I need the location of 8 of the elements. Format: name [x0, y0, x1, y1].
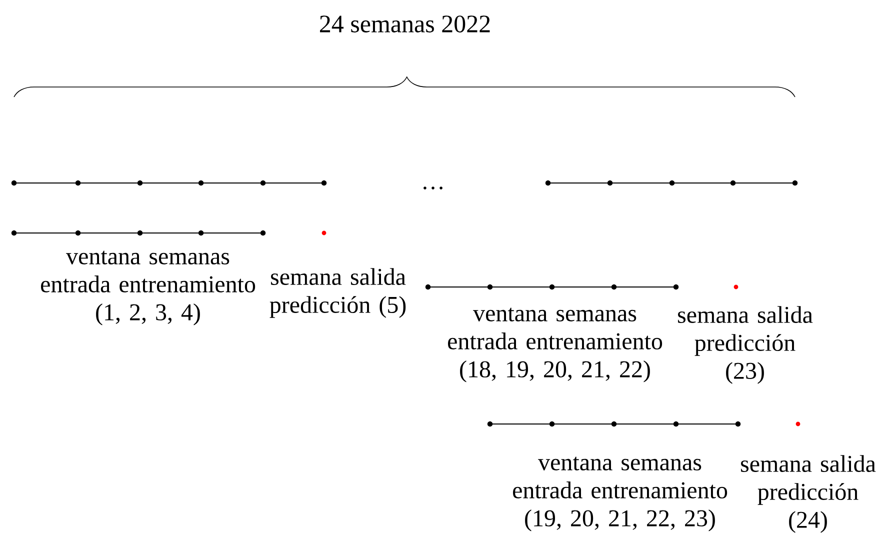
window-label: ventana semanas entrada entrenamiento (19, 20, 21, 22, 23): [513, 456, 728, 532]
title: 24 semanas 2022: [320, 16, 490, 32]
output-label: semana salida predicción (24): [741, 455, 876, 533]
output-label: semana salida predicción (5): [270, 268, 406, 318]
ellipsis: …: [424, 186, 442, 190]
window-label: ventana semanas entrada entrenamiento (1, 2, 3, 4): [41, 250, 256, 326]
output-label: semana salida predicción (23): [678, 306, 813, 384]
window-label: ventana semanas entrada entrenamiento (18, 19, 20, 21, 22): [448, 308, 662, 382]
